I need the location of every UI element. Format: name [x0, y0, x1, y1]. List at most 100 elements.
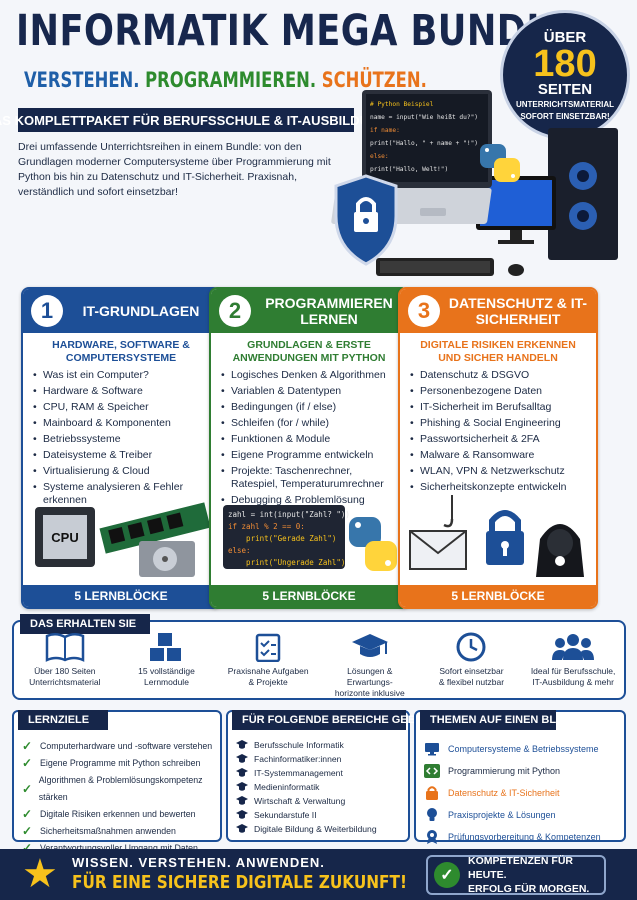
badge-line-1: ÜBER: [543, 28, 587, 46]
receive-item-line2: Unterrichtsmaterial: [29, 677, 101, 687]
check-icon: ✓: [22, 781, 33, 796]
receive-items: Über 180 Seiten Unterrichtsmaterial 15 v…: [14, 632, 624, 699]
footer-highlight-box: ✓ KOMPETENZEN FÜR HEUTE. ERFOLG FÜR MORG…: [426, 855, 606, 895]
ram-module-icon: [99, 502, 211, 554]
goals-list: ✓Computerhardware und -software verstehe…: [22, 738, 214, 857]
list-item: Dateisysteme & Treiber: [33, 449, 209, 462]
goal-text: Verantwortungsvoller Umgang mit Daten: [40, 843, 198, 853]
badge-line-3: SEITEN: [537, 80, 593, 98]
phishing-envelope-icon: [409, 495, 467, 570]
hero-illustration: # Python Beispiel name = input("Wie heiß…: [331, 90, 618, 276]
laptop-code: # Python Beispiel name = input("Wie heiß…: [370, 101, 478, 173]
tagline-banner: DAS KOMPLETTPAKET FÜR BERUFSSCHULE & IT-…: [0, 108, 388, 132]
code-line-3: print("Gerade Zahl"): [228, 534, 337, 543]
code-snippet: zahl = int(input("Zahl? ")) if zahl % 2 …: [223, 505, 350, 569]
areas-label: FÜR FOLGENDE BEREICHE GEEIGNET: [232, 710, 449, 730]
list-item: Virtualisierung & Cloud: [33, 465, 209, 478]
padlock-icon: [486, 510, 524, 565]
subtitle: VERSTEHEN. PROGRAMMIEREN. SCHÜTZEN.: [24, 68, 427, 92]
list-item: Berufsschule Informatik: [236, 738, 402, 752]
goal-text: Digitale Risiken erkennen und bewerten: [40, 809, 196, 819]
graduation-cap-icon: [236, 810, 248, 819]
goal-text: Sicherheitsmaßnahmen anwenden: [40, 826, 176, 836]
column-3-header: 3 DATENSCHUTZ & IT-SICHERHEIT: [400, 289, 596, 333]
list-item: Bedingungen (if / else): [221, 401, 397, 414]
footer-box-text: KOMPETENZEN FÜR HEUTE. ERFOLG FÜR MORGEN…: [468, 854, 604, 896]
list-item: Hardware & Software: [33, 385, 209, 398]
footer-line-2: FÜR EINE SICHERE DIGITALE ZUKUNFT!: [72, 872, 407, 893]
mouse-icon: [508, 264, 524, 276]
receive-item-line1: Über 180 Seiten: [34, 666, 96, 676]
list-item: Logisches Denken & Algorithmen: [221, 369, 397, 382]
star-icon: ★: [22, 852, 58, 896]
receive-item-line1: Sofort einsetzbar: [439, 666, 504, 676]
area-text: Fachinformatiker:innen: [254, 754, 342, 764]
list-item: Eigene Programme entwickeln: [221, 449, 397, 462]
receive-item-flexible: Sofort einsetzbar & flexibel nutzbar: [425, 632, 517, 699]
graduation-cap-icon: [236, 754, 248, 763]
topic-text: Datenschutz & IT-Sicherheit: [448, 788, 560, 798]
check-icon: ✓: [22, 807, 33, 821]
list-item: Was ist ein Computer?: [33, 369, 209, 382]
list-item: IT-Sicherheit im Berufsalltag: [410, 401, 586, 414]
list-item: Sekundarstufe II: [236, 808, 402, 822]
code-line-2: if zahl % 2 == 0:: [228, 522, 305, 531]
graduation-cap-icon: [351, 634, 388, 657]
monitor-icon: [425, 743, 439, 756]
intro-text: Drei umfassende Unterrichtsreihen in ein…: [18, 141, 331, 198]
tower-pc-icon: [548, 128, 618, 260]
check-icon: ✓: [22, 756, 33, 770]
list-item: Betriebssysteme: [33, 433, 209, 446]
list-item: Malware & Ransomware: [410, 449, 586, 462]
topic-text: Prüfungsvorbereitung & Kompetenzen: [448, 832, 601, 842]
code-icon: [424, 764, 440, 778]
hero-code-line-5: else:: [370, 153, 389, 160]
graduation-cap-icon: [236, 740, 248, 749]
column-2-number: 2: [219, 295, 251, 327]
receive-item-line1: Praxisnahe Aufgaben: [227, 666, 309, 676]
list-item: Projekte: Taschenrechner, Ratespiel, Tem…: [221, 465, 397, 491]
list-item: Fachinformatiker:innen: [236, 752, 402, 766]
receive-label: DAS ERHALTEN SIE: [20, 614, 150, 634]
receive-item-ideal: Ideal für Berufsschule, IT-Ausbildung & …: [527, 632, 619, 699]
list-item: ✓Verantwortungsvoller Umgang mit Daten: [22, 840, 214, 857]
column-3-title: DATENSCHUTZ & IT-SICHERHEIT: [448, 295, 588, 327]
column-3-subtitle: DIGITALE RISIKEN ERKENNEN UND SICHER HAN…: [420, 339, 576, 364]
footer-box-line-1: KOMPETENZEN FÜR HEUTE.: [468, 855, 573, 881]
receive-item-modules: 15 vollständige Lernmodule: [120, 632, 212, 699]
list-item: Prüfungsvorbereitung & Kompetenzen: [424, 826, 618, 848]
list-item: ✓Computerhardware und -software verstehe…: [22, 738, 214, 755]
hero-code-line-3: if name:: [370, 127, 400, 134]
hero-code-line-1: # Python Beispiel: [370, 101, 434, 108]
code-line-5: print("Ungerade Zahl"): [228, 558, 346, 567]
book-icon: [45, 633, 85, 662]
lock-icon: [426, 786, 438, 800]
receive-item-line2: Lernmodule: [144, 677, 189, 687]
list-item: Passwortsicherheit & 2FA: [410, 433, 586, 446]
monitor-icon: [476, 176, 556, 244]
graduation-cap-icon: [236, 782, 248, 791]
list-item: Debugging & Problemlösung: [221, 494, 397, 507]
checklist-icon: [255, 633, 281, 662]
column-2-header: 2 PROGRAMMIEREN LERNEN: [211, 289, 407, 333]
column-1-header: 1 IT-GRUNDLAGEN: [23, 289, 219, 333]
list-item: Medieninformatik: [236, 780, 402, 794]
subtitle-verstehen: VERSTEHEN.: [24, 68, 140, 92]
list-item: Praxisprojekte & Lösungen: [424, 804, 618, 826]
cpu-chip-icon: CPU: [35, 507, 95, 567]
topics-panel: THEMEN AUF EINEN BLICK Computersysteme &…: [414, 710, 626, 844]
shield-lock-icon: [334, 174, 398, 266]
topics-label: THEMEN AUF EINEN BLICK: [420, 710, 575, 730]
column-2-footer: 5 LERNBLÖCKE: [211, 585, 407, 607]
area-text: IT-Systemmanagement: [254, 768, 343, 778]
footer-box-line-2: ERFOLG FÜR MORGEN.: [468, 883, 590, 895]
areas-list: Berufsschule Informatik Fachinformatiker…: [236, 738, 402, 836]
topic-text: Praxisprojekte & Lösungen: [448, 810, 556, 820]
list-item: ✓Sicherheitsmaßnahmen anwenden: [22, 823, 214, 840]
page-title: INFORMATIK MEGA BUNDLE: [16, 6, 574, 56]
column-3-number: 3: [408, 295, 440, 327]
subtitle-schuetzen: SCHÜTZEN.: [321, 68, 427, 92]
clock-icon: [456, 632, 486, 662]
list-item: Programmierung mit Python: [424, 760, 618, 782]
graduation-cap-icon: [236, 796, 248, 805]
